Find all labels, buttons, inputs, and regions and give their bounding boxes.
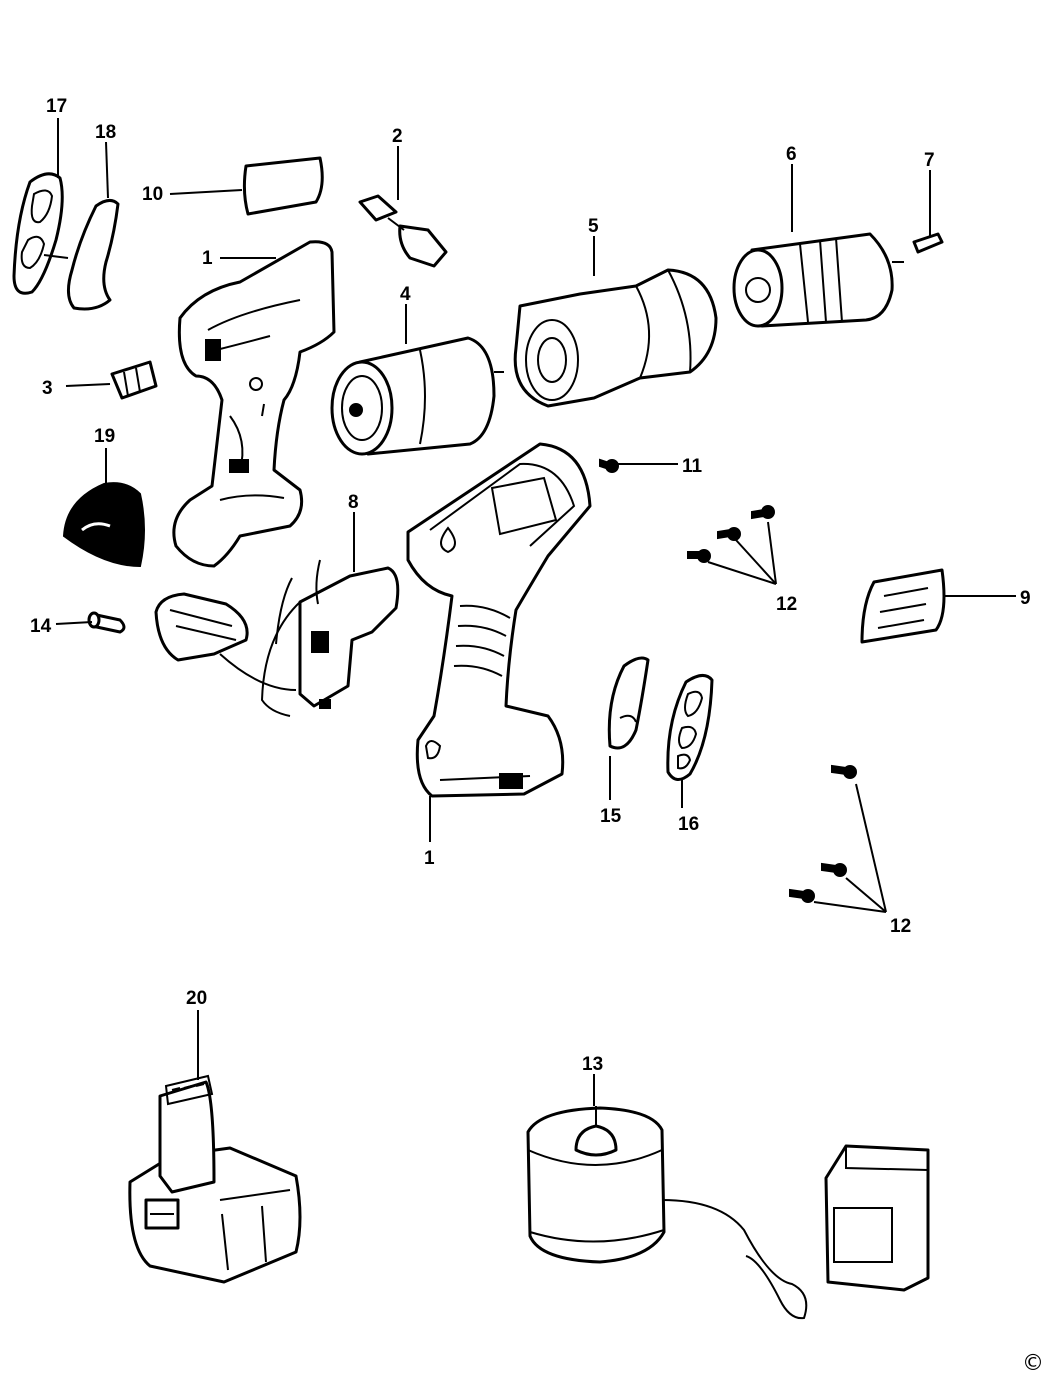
part-12-screws-top [687, 505, 775, 563]
part-1-drill-body [406, 442, 592, 798]
callout-6: 6 [786, 144, 797, 165]
part-6-chuck [732, 232, 904, 328]
part-17-side-cover [12, 172, 69, 295]
part-14-magnet [87, 611, 126, 634]
callout-16: 16 [678, 814, 699, 835]
part-11-screw [599, 458, 619, 473]
callout-19: 19 [94, 426, 115, 447]
callout-5: 5 [588, 216, 599, 237]
part-8-switch-assembly [260, 559, 400, 717]
callout-13: 13 [582, 1054, 603, 1075]
part-1-foot-cover [154, 592, 297, 691]
part-16-side-badge [666, 674, 714, 781]
part-18-grip-insert [67, 199, 120, 311]
callout-labels: 17 18 10 2 1 5 6 7 4 3 19 8 11 14 12 9 1… [30, 96, 1031, 1075]
callout-14: 14 [30, 616, 52, 637]
callout-1: 1 [202, 248, 213, 269]
part-9-label [860, 568, 946, 644]
callout-1-body: 1 [424, 848, 435, 869]
part-19-bottom-pad [62, 482, 145, 568]
part-7-screw [912, 232, 944, 254]
callout-17: 17 [46, 96, 67, 117]
callout-2: 2 [392, 126, 403, 147]
callout-12-top: 12 [776, 594, 797, 615]
callout-9: 9 [1020, 588, 1031, 609]
part-4-motor [330, 336, 504, 456]
callout-7: 7 [924, 150, 935, 171]
callout-10: 10 [142, 184, 163, 205]
callout-3: 3 [42, 378, 53, 399]
part-15-grip-insert [607, 656, 650, 750]
part-20-battery-pack [128, 1074, 302, 1284]
part-2-switch [358, 194, 448, 268]
part-3-terminal-block [110, 360, 158, 400]
copyright-symbol: © [1022, 1351, 1044, 1376]
callout-11: 11 [682, 456, 703, 477]
callout-4: 4 [400, 284, 411, 305]
callout-8: 8 [348, 492, 359, 513]
part-5-gearbox [513, 268, 718, 408]
callout-18: 18 [95, 122, 116, 143]
part-12-screws-bottom [789, 764, 857, 903]
part-1-housing-half [172, 240, 336, 568]
leader-lines [55, 118, 1016, 1106]
callout-15: 15 [600, 806, 622, 827]
callout-12-bottom: 12 [890, 916, 911, 937]
part-10-label [242, 156, 324, 216]
part-13-charger [526, 1106, 930, 1320]
callout-20: 20 [186, 988, 207, 1009]
